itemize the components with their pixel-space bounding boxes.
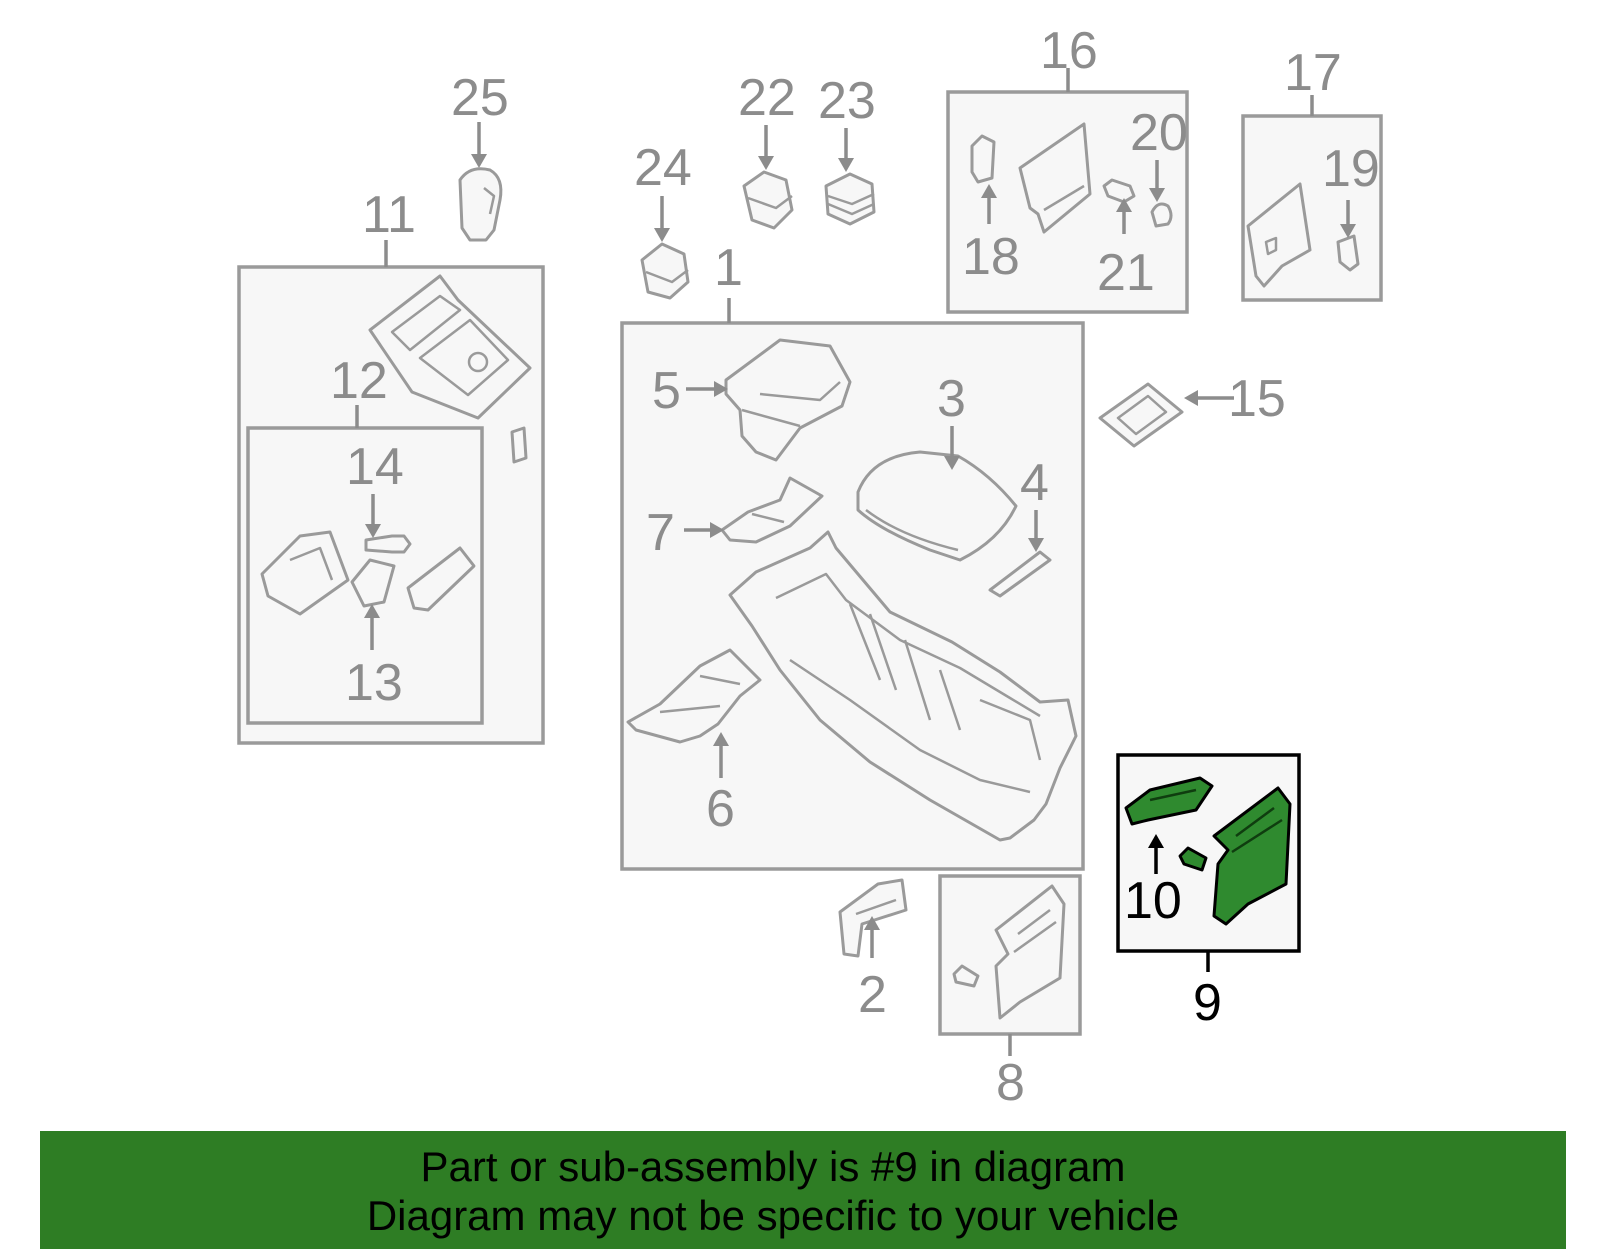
label-3: 3 [937, 370, 966, 428]
label-22: 22 [738, 69, 796, 127]
label-10: 10 [1124, 872, 1182, 930]
part-clip-11[interactable] [510, 426, 528, 464]
label-15: 15 [1228, 370, 1286, 428]
part-24-switch[interactable] [640, 242, 690, 300]
banner-line-1: Part or sub-assembly is #9 in diagram [420, 1143, 1126, 1190]
part-switch-right[interactable] [406, 546, 476, 612]
banner-line-2: Diagram may not be specific to your vehi… [366, 1192, 1180, 1239]
label-16: 16 [1040, 22, 1098, 80]
label-8: 8 [996, 1054, 1025, 1112]
part-8-clip[interactable] [952, 964, 980, 988]
label-5: 5 [652, 362, 681, 420]
notice-banner: Part or sub-assembly is #9 in diagram Di… [40, 1131, 1566, 1249]
part-7-bracket[interactable] [720, 476, 824, 544]
part-12-console-switch-panel[interactable] [260, 530, 350, 616]
label-23: 23 [818, 72, 876, 130]
label-14: 14 [346, 438, 404, 496]
part-14-bulb[interactable] [364, 534, 412, 554]
label-13: 13 [345, 654, 403, 712]
part-23-switch[interactable] [824, 172, 876, 226]
label-12: 12 [330, 352, 388, 410]
label-11: 11 [362, 186, 416, 244]
part-3-armrest-lid[interactable] [856, 450, 1018, 562]
part-13-switch[interactable] [350, 558, 396, 608]
label-6: 6 [706, 780, 735, 838]
label-4: 4 [1020, 454, 1049, 512]
label-20: 20 [1130, 104, 1188, 162]
part-17-side-panel[interactable] [1246, 182, 1312, 288]
parts-diagram: 11 12 14 13 [237, 22, 1383, 1112]
label-19: 19 [1322, 140, 1380, 198]
label-7: 7 [646, 504, 675, 562]
label-21: 21 [1097, 244, 1155, 302]
part-11-shifter-bezel[interactable] [368, 274, 532, 420]
part-9-console-side-panel[interactable] [1212, 786, 1292, 926]
part-21-socket[interactable] [1102, 178, 1136, 204]
label-25: 25 [451, 69, 509, 127]
part-16-side-panel[interactable] [1018, 122, 1092, 234]
part-1-console-body[interactable] [728, 530, 1078, 842]
part-22-switch[interactable] [742, 170, 794, 230]
label-18: 18 [962, 228, 1020, 286]
label-24: 24 [634, 139, 692, 197]
label-2: 2 [858, 966, 887, 1024]
part-20-bulb[interactable] [1150, 202, 1173, 228]
part-8-side-cover[interactable] [994, 884, 1066, 1020]
part-10-cover[interactable] [1124, 776, 1214, 826]
part-18-lamp[interactable] [970, 134, 996, 184]
part-4-trim-strip[interactable] [988, 550, 1052, 598]
part-19-clip[interactable] [1336, 234, 1360, 272]
label-17: 17 [1284, 44, 1342, 102]
label-9: 9 [1193, 974, 1222, 1032]
part-25-shift-knob[interactable] [458, 167, 503, 242]
part-6-lower-bracket[interactable] [626, 648, 762, 744]
label-1: 1 [714, 239, 743, 297]
part-5-front-console-housing[interactable] [724, 338, 852, 462]
part-9-clip[interactable] [1178, 846, 1208, 872]
part-15-mat[interactable] [1098, 382, 1184, 448]
